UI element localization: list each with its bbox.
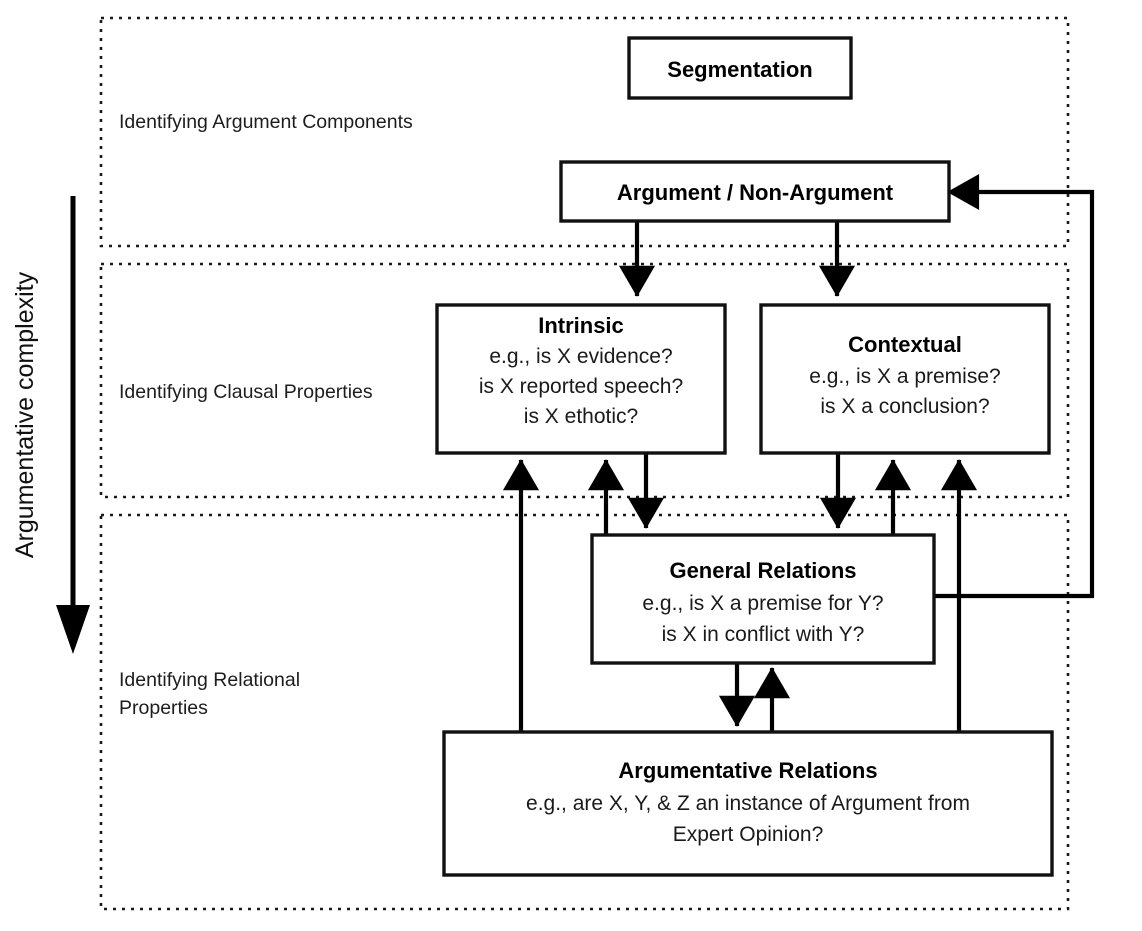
node-argumentative-relations[interactable]: Argumentative Relations e.g., are X, Y, … [442, 730, 1054, 877]
node-contextual[interactable]: Contextual e.g., is X a premise? is X a … [759, 303, 1051, 455]
band-identifying-relational-properties [99, 513, 1070, 911]
argumentative-complexity-axis: Argumentative complexity [11, 196, 90, 654]
connectors [502, 173, 1095, 733]
node-intrinsic[interactable]: Intrinsic e.g., is X evidence? is X repo… [435, 303, 727, 455]
node-general-relations-title: General Relations [669, 558, 856, 583]
node-argument-non-argument[interactable]: Argument / Non-Argument [559, 160, 951, 223]
node-intrinsic-line-1: e.g., is X evidence? [489, 345, 672, 368]
node-contextual-line-2: is X a conclusion? [820, 395, 989, 418]
band-label-clausal: Identifying Clausal Properties [119, 381, 373, 403]
node-argumentative-relations-line-1: e.g., are X, Y, & Z an instance of Argum… [526, 792, 970, 815]
node-argumentative-relations-title: Argumentative Relations [618, 758, 877, 783]
node-contextual-title: Contextual [848, 332, 962, 357]
axis-label: Argumentative complexity [11, 271, 39, 558]
node-intrinsic-line-2: is X reported speech? [479, 375, 683, 398]
node-general-relations-line-2: is X in conflict with Y? [662, 623, 865, 646]
node-intrinsic-line-3: is X ethotic? [524, 405, 638, 428]
node-general-relations[interactable]: General Relations e.g., is X a premise f… [590, 533, 936, 665]
band-identifying-argument-components [99, 16, 1070, 248]
band-label-relational-line1: Identifying Relational [119, 669, 300, 691]
node-argument-non-argument-title: Argument / Non-Argument [617, 180, 894, 205]
node-segmentation[interactable]: Segmentation [627, 36, 853, 100]
node-intrinsic-title: Intrinsic [538, 313, 624, 338]
node-contextual-line-1: e.g., is X a premise? [809, 365, 1000, 388]
band-label-components: Identifying Argument Components [119, 111, 413, 133]
node-argumentative-relations-line-2: Expert Opinion? [673, 823, 824, 846]
node-general-relations-line-1: e.g., is X a premise for Y? [642, 592, 883, 615]
edge-general-to-argument-feedback [934, 173, 1095, 599]
band-label-relational-line2: Properties [119, 697, 208, 719]
band-identifying-clausal-properties [99, 262, 1070, 499]
node-segmentation-title: Segmentation [667, 57, 812, 82]
